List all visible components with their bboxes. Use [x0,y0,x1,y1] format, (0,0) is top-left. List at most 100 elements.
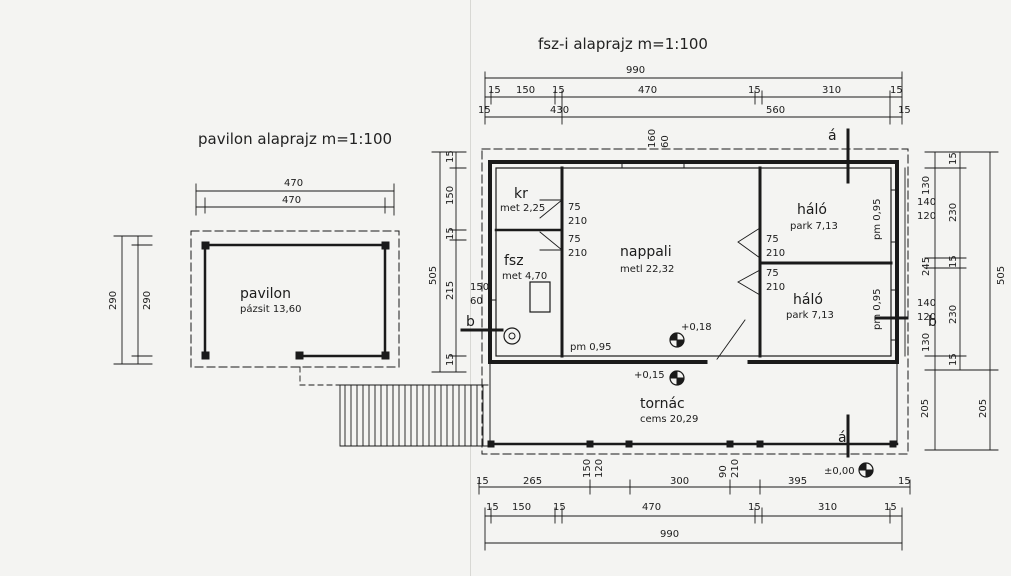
level-tornac: +0,15 [634,370,665,381]
dim-bot-r2-2: 15 [553,502,566,513]
paper-fold-line [470,0,471,576]
level-pm-right2: pm 0,95 [872,288,883,330]
dim-right-inner-6: 140 [917,298,936,309]
dim-top-r3-3: 15 [898,105,911,116]
room-halo2-name: háló [793,292,823,308]
dim-stair-left-2: 75 [568,234,581,245]
dim-stair-left-1: 210 [568,216,587,227]
room-fsz-name: fsz [504,253,524,269]
dim-bot-r2-4: 15 [748,502,761,513]
dim-stair-left-3: 210 [568,248,587,259]
dim-right-1: 230 [948,203,959,222]
dim-bot-r1-2: 150 [582,459,593,478]
dim-bot-r1-8: 15 [898,476,911,487]
dim-top-r3-2: 560 [766,105,785,116]
dim-stair-0: 75 [766,234,779,245]
entrance-steps [299,366,489,447]
level-pm-left: pm 0,95 [570,342,612,353]
dim-left-2: 15 [445,227,456,240]
dim-bot-r1-3: 120 [594,459,605,478]
dim-right-total: 505 [996,266,1007,285]
dim-pav-top-2: 470 [282,195,301,206]
level-nappali: +0,18 [681,322,712,333]
room-fsz-floor: met 4,70 [502,271,547,282]
dim-bot-r2-6: 15 [884,502,897,513]
dim-top-r2-6: 15 [890,85,903,96]
room-halo1-floor: park 7,13 [790,221,838,232]
room-pavilon-floor: pázsit 13,60 [240,303,301,315]
dim-right-inner-3: 120 [917,211,936,222]
level-pm-right1: pm 0,95 [872,198,883,240]
room-kr-name: kr [514,186,528,202]
dim-bot-total: 990 [660,529,679,540]
dim-top-r2-5: 310 [822,85,841,96]
dim-bot-r1-7: 395 [788,476,807,487]
section-mark-a-bottom: á [838,430,847,446]
pavilion-plan [113,183,400,368]
pavilion-title: pavilon alaprajz m=1:100 [198,130,393,148]
room-halo1-name: háló [797,202,827,218]
dim-right-inner-8: 130 [921,333,932,352]
dim-bot-r2-1: 150 [512,502,531,513]
dim-left-small-0: 150 [470,282,489,293]
dim-pav-left-0: 290 [108,291,119,310]
dim-bot-r1-5: 90 [718,465,729,478]
room-kr-floor: met 2,25 [500,203,545,214]
dim-bot-r1-6: 210 [730,459,741,478]
dim-top-r2-4: 15 [748,85,761,96]
room-tornac-name: tornác [640,396,685,412]
room-pavilon-name: pavilon [240,286,291,302]
dim-left-3: 215 [445,281,456,300]
bottom-dimensions [478,479,911,551]
dim-top-r2-3: 470 [638,85,657,96]
dim-stair-2: 75 [766,268,779,279]
dim-bot-r1-0: 15 [476,476,489,487]
dim-bot-r2-3: 470 [642,502,661,513]
dim-top-r3-1: 430 [550,105,569,116]
room-nappali-floor: metl 22,32 [620,264,674,275]
room-tornac-floor: cems 20,29 [640,414,698,425]
dim-left-0: 15 [445,150,456,163]
dim-left-small-1: 60 [470,296,483,307]
dim-right-4: 15 [948,353,959,366]
dim-top-r2-0: 15 [488,85,501,96]
dim-right-2: 15 [948,255,959,268]
dim-bot-r1-1: 265 [523,476,542,487]
dim-pav-top-0: 470 [284,178,303,189]
dim-left-total: 505 [428,266,439,285]
dim-top-r2-1: 150 [516,85,535,96]
dim-top-total: 990 [626,65,645,76]
dim-stair-left-0: 75 [568,202,581,213]
dim-right-inner-0: 130 [921,176,932,195]
dim-right-5: 205 [978,399,989,418]
dim-top-r2-2: 15 [552,85,565,96]
dim-left-1: 150 [445,186,456,205]
section-mark-b-left: b [466,314,475,330]
section-mark-b-right: b [928,314,937,330]
dim-window-top-1: 60 [660,135,671,148]
dim-stair-1: 210 [766,248,785,259]
dim-tornac-right: 205 [920,399,931,418]
dim-window-top-0: 160 [647,129,658,148]
left-dimensions [431,151,467,373]
right-dimensions [904,151,999,451]
top-dimensions [484,71,903,125]
dim-bot-r1-4: 300 [670,476,689,487]
dim-right-inner-7: 120 [917,312,936,323]
dim-left-4: 15 [445,353,456,366]
dim-stair-3: 210 [766,282,785,293]
level-ground: ±0,00 [824,466,855,477]
dim-bot-r2-5: 310 [818,502,837,513]
dim-right-inner-4: 245 [921,257,932,276]
room-nappali-name: nappali [620,244,672,260]
dim-right-0: 15 [948,152,959,165]
dim-right-3: 230 [948,305,959,324]
section-mark-a-top: á [828,128,837,144]
dim-pav-left-1: 290 [142,291,153,310]
house-plan [460,128,909,478]
dim-right-inner-2: 140 [917,197,936,208]
dim-bot-r2-0: 15 [486,502,499,513]
room-halo2-floor: park 7,13 [786,310,834,321]
ground-floor-title: fsz-i alaprajz m=1:100 [538,35,708,53]
